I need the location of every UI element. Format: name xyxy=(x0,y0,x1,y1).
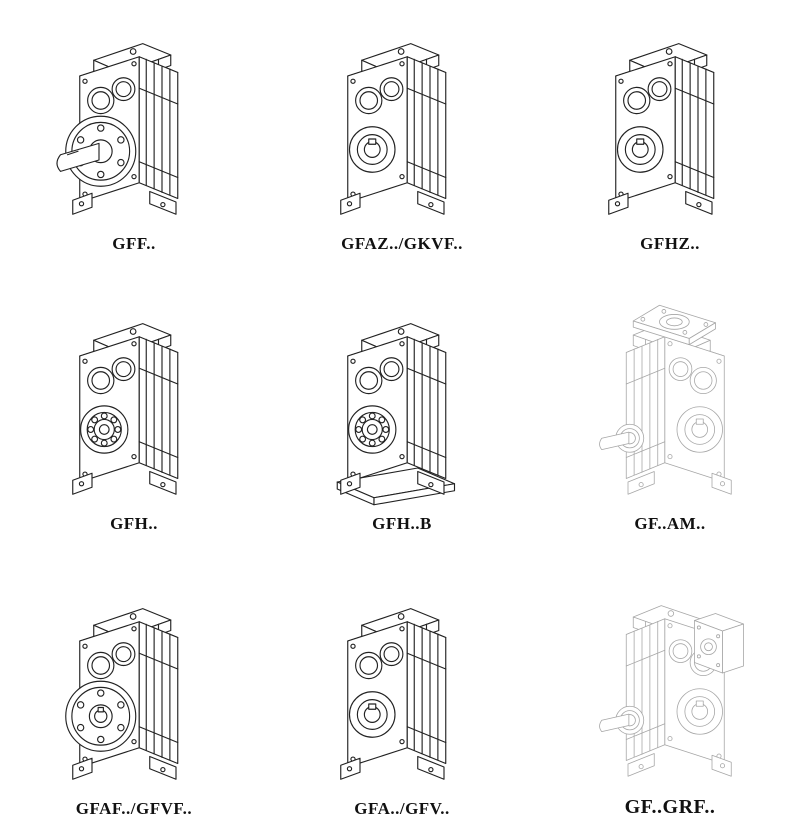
cell-gff: GFF.. xyxy=(40,16,228,264)
cell-gf-am: GF..AM.. xyxy=(576,296,764,544)
cell-gfh-b: GFH..B xyxy=(308,296,496,544)
label-gf-grf: GF..GRF.. xyxy=(624,796,716,818)
label-gfh: GFH.. xyxy=(110,514,158,533)
label-gf-am: GF..AM.. xyxy=(634,514,706,533)
cell-gf-grf: GF..GRF.. xyxy=(576,576,764,829)
drawing-gfa-gfv xyxy=(340,608,447,780)
drawing-gfaf-gfvf xyxy=(65,608,179,780)
label-gfa-gfv: GFA../GFV.. xyxy=(354,799,450,818)
label-gfaz-gkvf: GFAZ../GKVF.. xyxy=(341,234,463,253)
cell-gfaz-gkvf: GFAZ../GKVF.. xyxy=(308,16,496,264)
label-gfhz: GFHZ.. xyxy=(640,234,700,253)
label-gfh-b: GFH..B xyxy=(372,514,432,533)
drawing-gfhz xyxy=(608,43,715,215)
label-gfaf-gfvf: GFAF../GFVF.. xyxy=(75,799,193,818)
cell-gfhz: GFHZ.. xyxy=(576,16,764,264)
cell-gfaf-gfvf: GFAF../GFVF.. xyxy=(40,576,228,829)
cell-gfa-gfv: GFA../GFV.. xyxy=(308,576,496,829)
drawing-gfh xyxy=(72,323,179,495)
drawing-gf-am xyxy=(599,304,732,495)
drawing-gfaz-gkvf xyxy=(340,43,447,215)
drawing-gfh-b xyxy=(336,323,456,506)
label-gff: GFF.. xyxy=(112,234,156,253)
drawing-gf-grf xyxy=(599,605,744,777)
cell-gfh: GFH.. xyxy=(40,296,228,544)
drawing-gff xyxy=(56,43,179,215)
model-grid: GFF.. GFAZ../GKVF.. GFHZ.. GFHF.. GFH.. … xyxy=(40,16,764,818)
